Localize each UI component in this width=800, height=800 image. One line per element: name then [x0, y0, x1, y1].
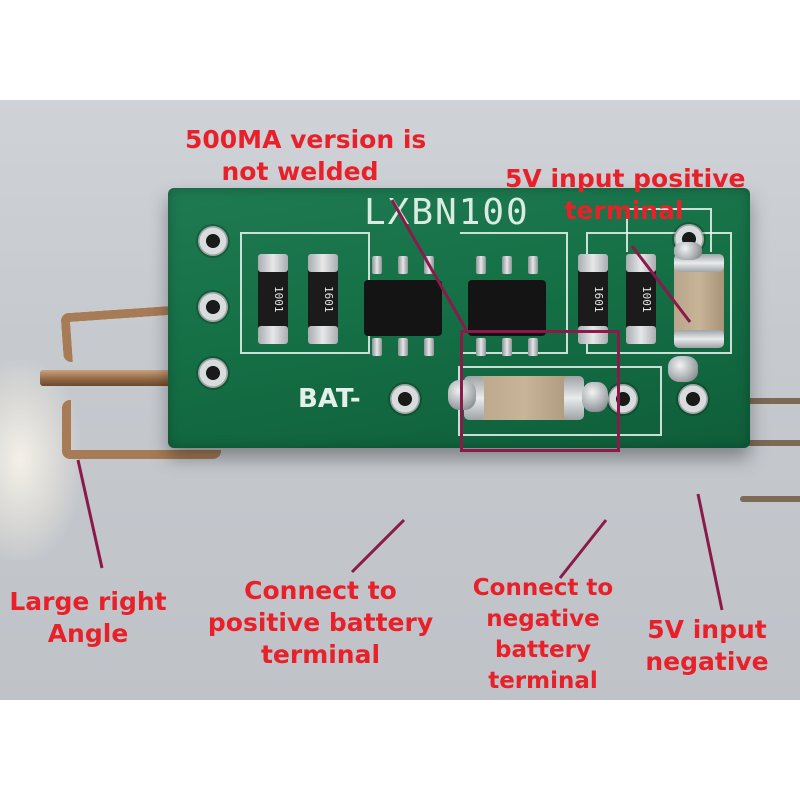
wire-right-3	[740, 496, 800, 502]
caption-line: positive battery	[207, 608, 434, 637]
capacitor-right	[674, 254, 724, 348]
caption-500ma-not-welded: 500MA version is not welded	[185, 124, 427, 188]
chip-left-pin	[424, 338, 434, 356]
caption-positive-battery: Connect to positive battery terminal	[198, 575, 443, 671]
chip-left-pin	[398, 256, 408, 274]
resistor-4: 1001	[626, 254, 656, 344]
bat-minus-hole	[390, 384, 420, 414]
through-hole-left-3	[198, 358, 228, 388]
caption-line: terminal	[564, 196, 684, 225]
caption-line: battery	[495, 637, 591, 663]
chip-right-pin	[502, 256, 512, 274]
solder-joint	[674, 242, 702, 260]
caption-line: Large right	[9, 587, 167, 616]
chip-left	[364, 280, 442, 336]
bat-plus-hole	[608, 384, 638, 414]
through-hole-left-1	[198, 226, 228, 256]
wire-right-2	[740, 440, 800, 446]
chip-left-pin	[424, 256, 434, 274]
pcb-board: LXBN100 BAT- 1001 1601 1601 1001	[168, 188, 750, 448]
caption-large-right-angle: Large right Angle	[0, 586, 176, 650]
caption-5v-input-positive: 5V input positive terminal	[505, 163, 746, 227]
silk-outline-pad	[626, 208, 712, 252]
light-glare	[0, 360, 80, 560]
resistor-3: 1601	[578, 254, 608, 344]
resistor-1-code: 1001	[272, 285, 285, 313]
resistor-3-code: 1601	[592, 285, 605, 313]
resistor-2: 1601	[308, 254, 338, 344]
caption-negative-battery: Connect to negative battery terminal	[466, 573, 620, 697]
solder-joint	[668, 356, 698, 382]
caption-line: negative	[486, 606, 600, 632]
chip-left-pin	[398, 338, 408, 356]
caption-line: terminal	[488, 668, 598, 694]
silk-outline-center	[460, 232, 568, 354]
caption-line: Connect to	[244, 576, 397, 605]
resistor-1: 1001	[258, 254, 288, 344]
chip-right	[468, 280, 546, 336]
caption-5v-input-negative: 5V input negative	[634, 614, 780, 678]
caption-line: terminal	[260, 640, 381, 669]
resistor-4-code: 1001	[640, 285, 653, 313]
capacitor-bottom-terminal	[564, 376, 584, 420]
caption-line: 5V input positive	[505, 164, 746, 193]
input-negative-hole	[678, 384, 708, 414]
bent-lead-bottom	[62, 400, 221, 459]
chip-right-pin	[502, 338, 512, 356]
wire-right-1	[740, 398, 800, 404]
caption-line: Connect to	[472, 575, 614, 601]
caption-line: 5V input	[647, 615, 767, 644]
resistor-2-code: 1601	[322, 285, 335, 313]
chip-right-pin	[528, 256, 538, 274]
chip-left-pin	[372, 256, 382, 274]
caption-line: not welded	[221, 157, 379, 186]
caption-line: Angle	[47, 619, 129, 648]
bat-minus-label: BAT-	[298, 384, 361, 414]
caption-line: negative	[645, 647, 769, 676]
chip-left-pin	[372, 338, 382, 356]
capacitor-right-terminal	[674, 330, 724, 348]
chip-right-pin	[476, 338, 486, 356]
chip-right-pin	[528, 338, 538, 356]
caption-line: 500MA version is	[185, 125, 427, 154]
unpopulated-area-highlight	[460, 330, 620, 452]
through-hole-left-2	[198, 292, 228, 322]
chip-right-pin	[476, 256, 486, 274]
solder-joint	[582, 382, 608, 412]
